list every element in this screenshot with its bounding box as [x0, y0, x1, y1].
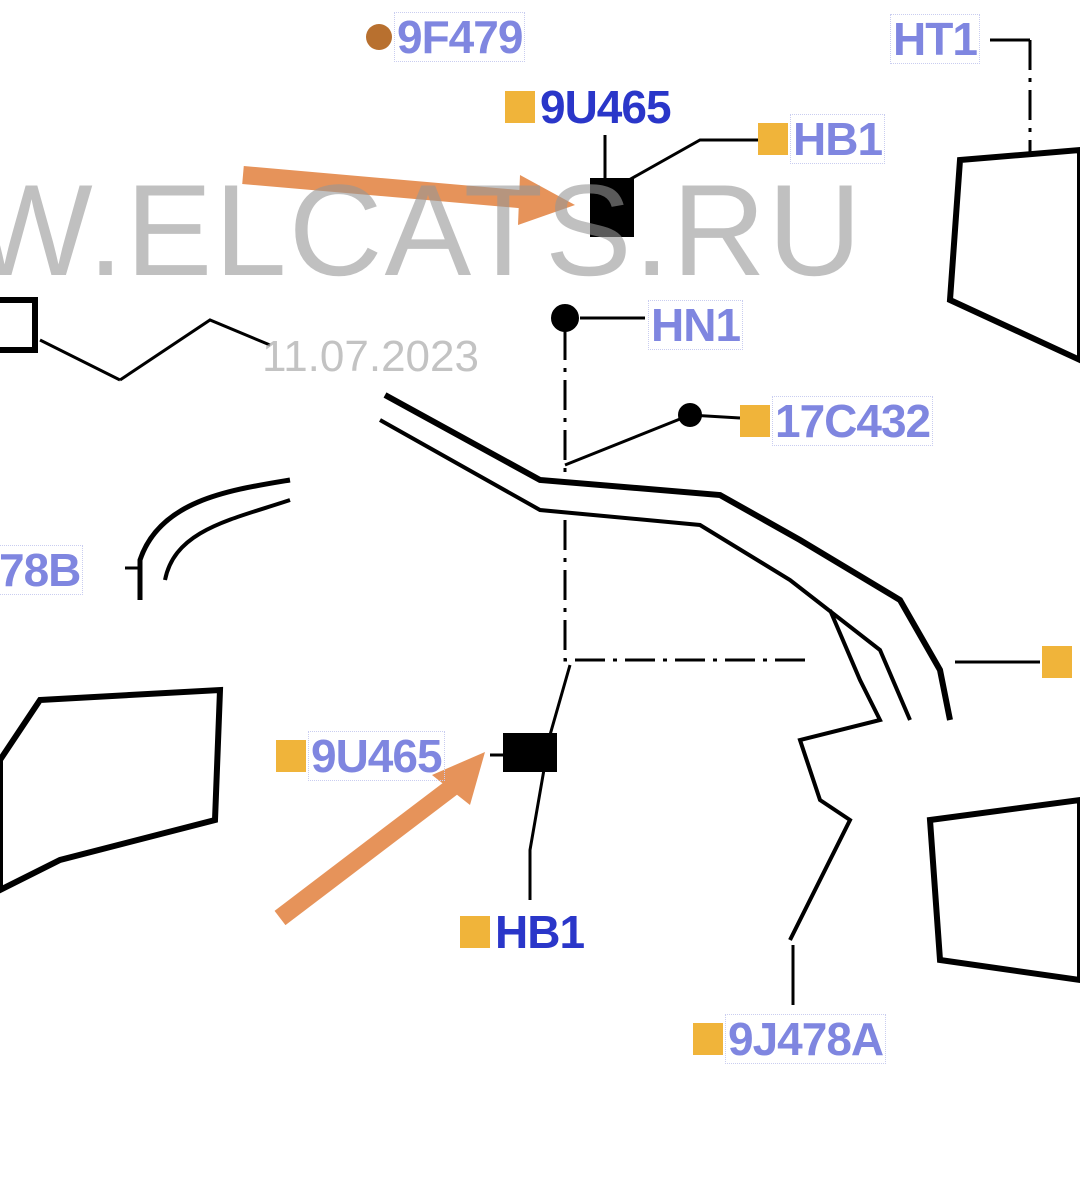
main-hose-outline — [379, 418, 912, 721]
bracket-line-left — [39, 338, 121, 382]
callout-ht1[interactable]: HT1 — [890, 14, 980, 64]
bracket-line — [119, 318, 271, 382]
left-hose — [137, 477, 291, 600]
callout-label: HB1 — [495, 906, 585, 958]
center-line — [563, 330, 810, 662]
engine-right-top — [946, 146, 1080, 364]
orange-arrow-bottom — [274, 752, 485, 926]
callout-9u465-top[interactable]: 9U465 — [505, 82, 674, 132]
leader-17c432 — [564, 413, 741, 467]
callout-label: HN1 — [648, 300, 744, 350]
callout-label: 9F479 — [394, 12, 526, 62]
callout-17c432[interactable]: 17C432 — [740, 396, 934, 446]
callout-9u465-bottom[interactable]: 9U465 — [276, 731, 445, 781]
leader-hb1-top — [603, 135, 760, 187]
engine-right-bottom — [926, 796, 1080, 984]
marker-icon — [276, 740, 306, 772]
callout-label: HT1 — [890, 14, 980, 64]
marker-icon — [740, 405, 770, 437]
callout-9f479[interactable]: 9F479 — [366, 12, 526, 62]
marker-icon — [366, 24, 392, 50]
callout-9j478a[interactable]: 9J478A — [693, 1014, 887, 1064]
main-hose — [383, 392, 953, 721]
leader-hb1-bottom — [528, 664, 572, 900]
left-hose-outline — [163, 498, 291, 581]
sensor-top — [590, 178, 634, 237]
callout-label: 9U465 — [308, 731, 445, 781]
callout-hn1[interactable]: HN1 — [648, 300, 744, 350]
engine-left — [0, 686, 224, 894]
marker-icon — [693, 1023, 723, 1055]
callout-label: 17C432 — [772, 396, 934, 446]
bracket-left-edge — [0, 297, 38, 353]
watermark: W.ELCATS.RU — [0, 157, 864, 303]
callout-label: 78B — [0, 545, 84, 595]
sensor-bottom — [503, 733, 557, 772]
callout-78b[interactable]: 78B — [0, 545, 84, 595]
nut-hn1 — [551, 304, 579, 332]
lower-pipe — [788, 609, 883, 941]
callout-label: 9J478A — [725, 1014, 887, 1064]
callout-hb1-bottom[interactable]: HB1 — [460, 907, 587, 957]
marker-icon — [758, 123, 788, 155]
callout-hb1-top[interactable]: HB1 — [758, 114, 886, 164]
callout-right-marker[interactable] — [1042, 646, 1074, 678]
callout-label: 9U465 — [540, 81, 672, 133]
callout-label: HB1 — [790, 114, 886, 164]
orange-arrow-top — [242, 166, 575, 225]
clip-17c432 — [678, 403, 702, 427]
date-stamp: 11.07.2023 — [262, 332, 479, 381]
marker-icon — [1042, 646, 1072, 678]
marker-icon — [505, 91, 535, 123]
marker-icon — [460, 916, 490, 948]
